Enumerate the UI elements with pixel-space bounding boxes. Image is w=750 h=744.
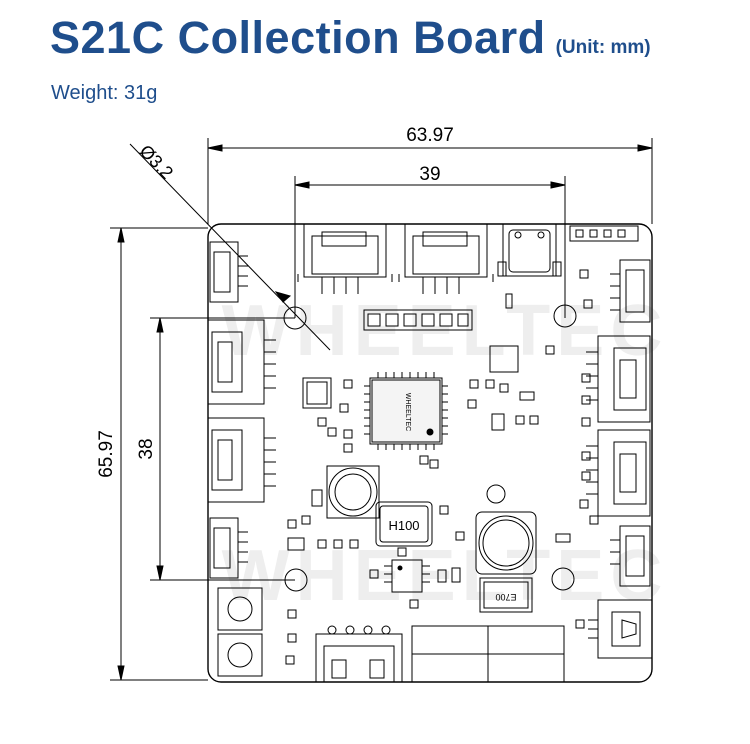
mcu-chip: [364, 372, 448, 450]
mounting-hole-bottom-left: [284, 568, 308, 592]
mounting-hole-top-left: [283, 306, 307, 330]
hole-spacing-y-label: 38: [136, 438, 157, 459]
connector-left-1: [209, 241, 248, 303]
connector-right-1: [610, 259, 651, 323]
mcu-chip-label: WHEELTEC: [404, 393, 411, 431]
power-connector-right: [588, 599, 653, 659]
overall-width-label: 63.97: [406, 125, 454, 146]
buzzer: [326, 465, 380, 519]
pin-header-center: [363, 309, 473, 331]
page-title: S21C Collection Board: [50, 12, 546, 63]
inductor-label: H100: [388, 518, 419, 533]
connector-right-3: [586, 429, 651, 517]
connector-left-3: [207, 417, 276, 503]
hole-diameter-label: Ø3.2: [136, 141, 178, 183]
electrolytic-capacitor: [475, 511, 537, 575]
header: S21C Collection Board (Unit: mm): [50, 12, 651, 64]
watermark-top: WHEELTEC: [222, 291, 669, 371]
connector-right-4: [610, 525, 651, 587]
overall-width-dimension: [207, 138, 653, 224]
pin-header-top: [569, 225, 639, 242]
terminal-block: [411, 625, 565, 683]
connector-left-4: [209, 517, 248, 579]
connector-top-2: [398, 223, 494, 294]
weight-label: Weight: 31g: [51, 82, 158, 104]
mounting-hole-top-right: [553, 304, 577, 328]
smd-components: [285, 269, 599, 665]
hole-spacing-x-dimension: [294, 176, 566, 318]
small-chip-2: [302, 377, 332, 409]
mounting-hole-bottom-right: [551, 567, 575, 591]
hole-diameter-leader: [129, 143, 331, 351]
inductor: [375, 501, 433, 547]
connector-top-1: [297, 223, 393, 294]
capacitor-label: E700: [495, 592, 516, 602]
connector-left-2: [207, 319, 276, 405]
hole-spacing-y-dimension: [150, 317, 295, 581]
connector-right-2: [586, 335, 651, 423]
usb-c-connector: [497, 223, 562, 277]
push-button-1: [217, 587, 263, 631]
hole-spacing-x-label: 39: [419, 164, 440, 185]
overall-height-dimension: [110, 227, 208, 681]
small-chip-1: [489, 345, 519, 373]
connector-bottom: [315, 625, 403, 683]
capacitor-small: [479, 577, 533, 613]
eeprom-chip: [384, 559, 430, 593]
unit-label: (Unit: mm): [555, 37, 651, 58]
watermark-bottom: WHEELTEC: [222, 536, 669, 616]
led-round: [486, 484, 506, 504]
push-button-2: [217, 633, 263, 677]
overall-height-label: 65.97: [96, 430, 117, 478]
